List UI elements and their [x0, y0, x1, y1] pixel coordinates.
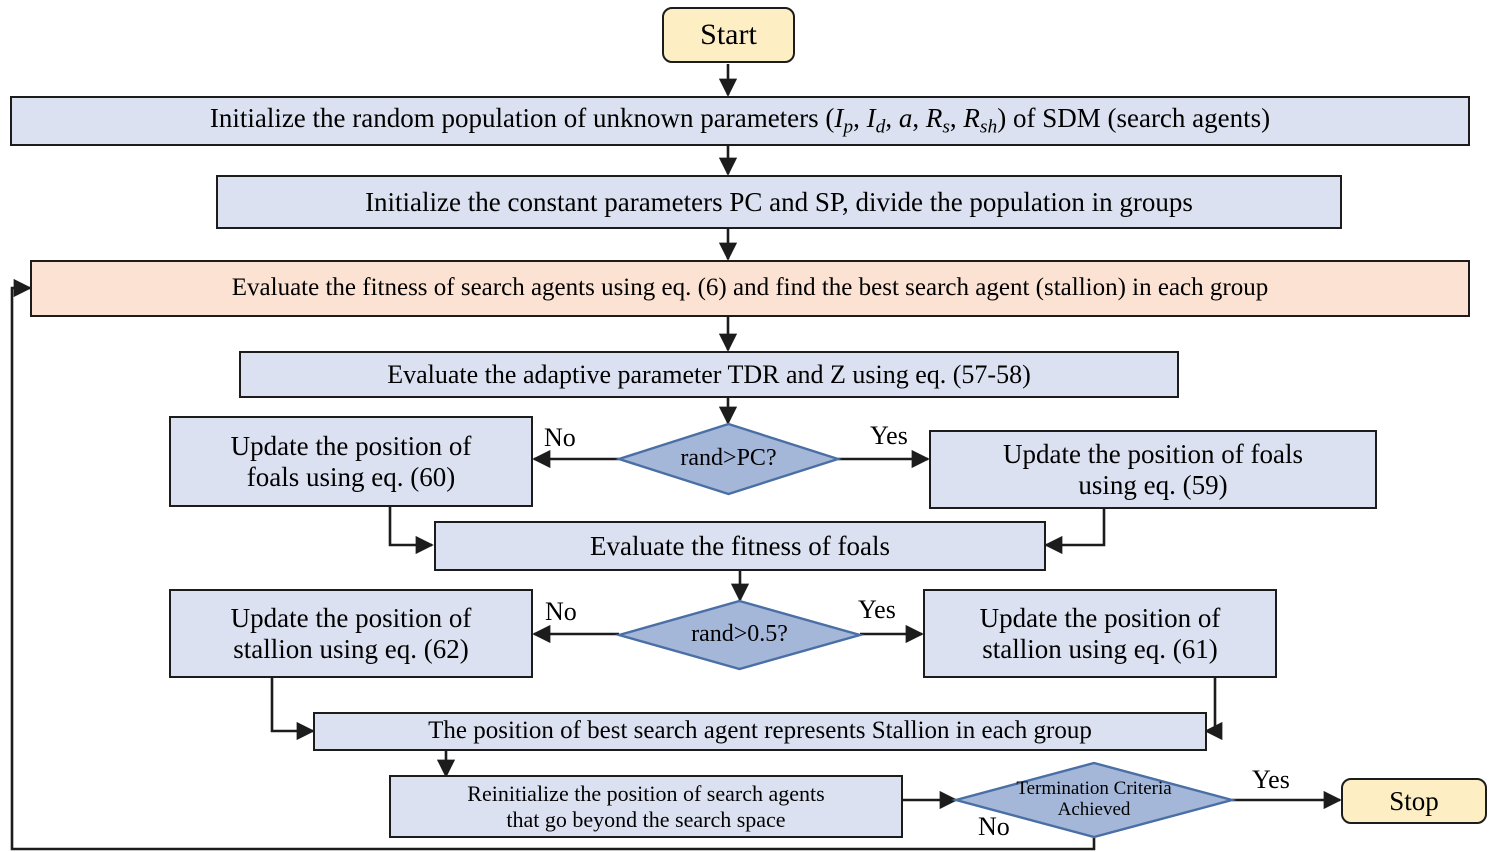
edge-label-no-termination: No: [978, 812, 1010, 841]
node-termination-criteria-label: Termination Criteria Achieved: [955, 762, 1233, 838]
edge-foals59-to-fitnessfoals: [1044, 509, 1106, 555]
edge-stallion62-to-best: [270, 678, 315, 741]
node-start-label: Start: [700, 17, 757, 51]
node-termination-criteria[interactable]: Termination Criteria Achieved: [951, 761, 1237, 839]
node-best-stallion-label: The position of best search agent repres…: [428, 717, 1092, 745]
node-decision-rand-05[interactable]: rand>0.5?: [614, 599, 865, 671]
decision-rand-05-shape: [614, 599, 865, 671]
edge-stallion61-to-best: [1204, 678, 1223, 741]
node-adaptive-parameter-label: Evaluate the adaptive parameter TDR and …: [387, 359, 1031, 389]
node-stop-label: Stop: [1389, 785, 1439, 816]
node-foals-eq59-line1: Update the position of foals: [1003, 438, 1303, 469]
edge-termination-no-loopback: [10, 278, 1096, 851]
edge-label-no-pc: No: [544, 423, 576, 452]
termination-line1: Termination Criteria: [1016, 778, 1172, 800]
edge-label-yes-termination: Yes: [1252, 765, 1290, 794]
node-evaluate-fitness-label: Evaluate the fitness of search agents us…: [231, 274, 1269, 302]
node-decision-rand-05-label: rand>0.5?: [691, 621, 788, 648]
param-rsh: Rsh: [963, 103, 998, 138]
node-fitness-of-foals-label: Evaluate the fitness of foals: [590, 530, 890, 561]
node-stallion-eq62-line2: stallion using eq. (62): [233, 633, 469, 664]
node-init-population[interactable]: Initialize the random population of unkn…: [10, 96, 1470, 146]
node-foals-eq59-line2: using eq. (59): [1078, 469, 1228, 500]
edge-label-no-05: No: [545, 597, 577, 626]
edge-label-yes-pc: Yes: [870, 421, 908, 450]
node-decision-rand-pc-label: rand>PC?: [680, 445, 777, 472]
node-best-stallion[interactable]: The position of best search agent repres…: [313, 712, 1207, 751]
node-stallion-eq61-line1: Update the position of: [979, 602, 1221, 633]
node-stallion-eq62[interactable]: Update the position of stallion using eq…: [169, 589, 533, 678]
node-init-constants-label: Initialize the constant parameters PC an…: [365, 186, 1193, 217]
node-reinitialize-line2: that go beyond the search space: [506, 806, 786, 832]
node-init-population-label: Initialize the random population of unkn…: [209, 103, 1271, 138]
node-foals-eq60-line2: foals using eq. (60): [246, 461, 456, 492]
termination-line2: Achieved: [1057, 799, 1131, 820]
node-adaptive-parameter[interactable]: Evaluate the adaptive parameter TDR and …: [239, 351, 1179, 398]
node-stallion-eq61-line2: stallion using eq. (61): [982, 633, 1218, 664]
node-decision-rand-pc[interactable]: rand>PC?: [615, 422, 842, 496]
node-reinitialize[interactable]: Reinitialize the position of search agen…: [389, 775, 903, 838]
edge-foals60-to-fitnessfoals: [388, 507, 434, 555]
termination-criteria-shape: [951, 761, 1237, 839]
node-evaluate-fitness[interactable]: Evaluate the fitness of search agents us…: [30, 260, 1470, 317]
node-fitness-of-foals[interactable]: Evaluate the fitness of foals: [434, 521, 1046, 571]
node-init-constants[interactable]: Initialize the constant parameters PC an…: [216, 175, 1342, 229]
node-foals-eq60[interactable]: Update the position of foals using eq. (…: [169, 416, 533, 507]
decision-rand-pc-shape: [615, 422, 842, 496]
node-stallion-eq62-line1: Update the position of: [230, 602, 472, 633]
node-foals-eq59[interactable]: Update the position of foals using eq. (…: [929, 430, 1377, 509]
node-stop[interactable]: Stop: [1341, 778, 1487, 824]
param-id: Id: [866, 103, 886, 138]
node-stallion-eq61[interactable]: Update the position of stallion using eq…: [923, 589, 1277, 678]
node-foals-eq60-line1: Update the position of: [230, 430, 472, 461]
edge-label-yes-05: Yes: [858, 595, 896, 624]
param-ip: Ip: [834, 103, 854, 138]
node-reinitialize-line1: Reinitialize the position of search agen…: [467, 781, 825, 807]
param-rs: Rs: [925, 103, 950, 138]
node-start[interactable]: Start: [662, 7, 795, 63]
param-a: a: [898, 103, 913, 134]
